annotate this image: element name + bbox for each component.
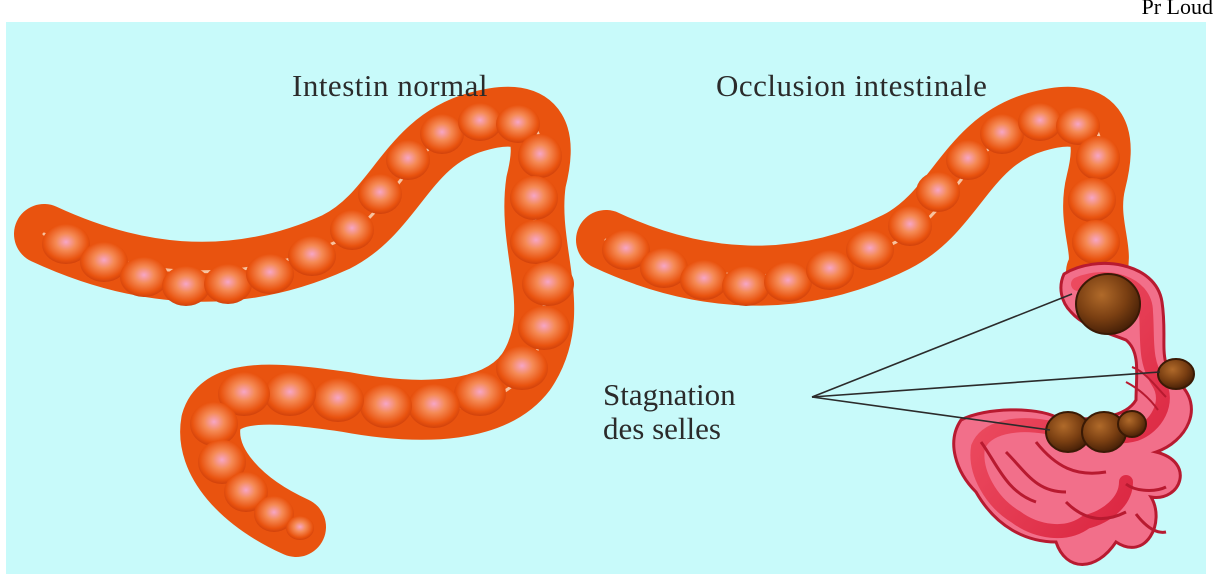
normal-intestine-drawing: [42, 103, 574, 540]
title-intestinal-occlusion: Occlusion intestinale: [716, 68, 987, 104]
corner-text: Pr Loud: [1142, 0, 1214, 20]
annotation-line-2: des selles: [603, 412, 736, 446]
intestine-illustration: [6, 22, 1206, 574]
occlusion-intestine-drawing: [602, 103, 1194, 565]
title-normal-intestine: Intestin normal: [292, 68, 488, 104]
annotation-stool-stagnation: Stagnation des selles: [603, 378, 736, 446]
annotation-line-1: Stagnation: [603, 378, 736, 412]
illustration-panel: Intestin normal Occlusion intestinale St…: [6, 22, 1206, 574]
